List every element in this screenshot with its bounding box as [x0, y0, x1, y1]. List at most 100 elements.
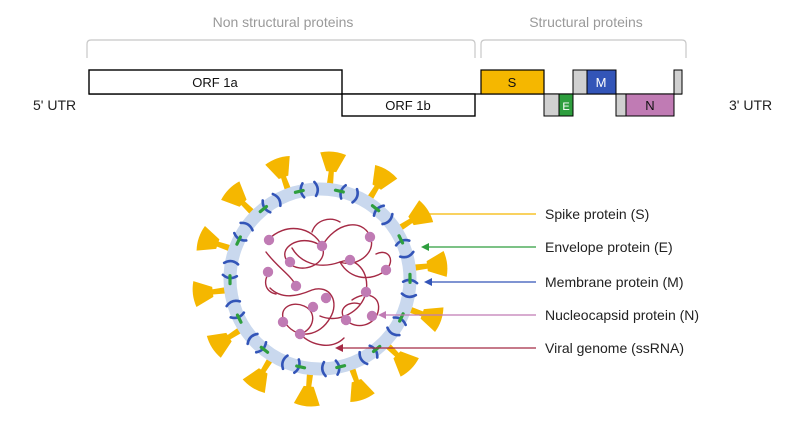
spike-head [196, 225, 220, 251]
membrane-arc-b [313, 180, 320, 198]
spike-head [420, 307, 444, 333]
envelope-callout-arrow [421, 243, 429, 251]
envelope-protein [397, 234, 405, 245]
membrane-protein-label: Membrane protein (M) [545, 274, 684, 290]
nucleocapsid-dot [360, 286, 372, 298]
envelope-protein [258, 204, 269, 214]
utr-3-label: 3' UTR [729, 97, 772, 113]
spike-head [265, 156, 290, 180]
spike-head [426, 251, 448, 277]
callouts: Spike protein (S) Envelope protein (E) M… [335, 206, 699, 356]
membrane-arc-b [239, 221, 254, 232]
membrane-arc-b [271, 192, 282, 208]
membrane-arc-b [386, 326, 401, 337]
nucleocapsid-callout-arrow [378, 311, 386, 319]
orf1a-block [88, 69, 343, 95]
envelope-protein [259, 345, 270, 354]
nucleocapsid-dot [380, 264, 392, 276]
spike-head [192, 281, 214, 307]
nucleocapsid-dot [290, 280, 302, 292]
membrane-callout-arrow [424, 278, 432, 286]
accessory-block-1 [543, 93, 560, 117]
viral-genome-label: Viral genome (ssRNA) [545, 340, 684, 356]
membrane-arc-b [358, 350, 369, 366]
spike-head [242, 368, 268, 394]
nucleocapsid-dot [277, 316, 289, 328]
structural-bracket [480, 39, 687, 58]
envelope-dash [293, 188, 305, 194]
envelope-dash [397, 234, 405, 245]
envelope-protein [293, 188, 305, 194]
orf1b-block [341, 93, 476, 117]
e-gene-block [558, 93, 574, 117]
spike-head [393, 351, 419, 377]
m-gene-block [586, 69, 617, 95]
nucleocapsid-dot [262, 266, 274, 278]
utr-5-label: 5' UTR [33, 97, 76, 113]
envelope-dash [235, 235, 242, 246]
nucleocapsid-protein-label: Nucleocapsid protein (N) [545, 307, 699, 323]
nucleocapsid-dot [344, 254, 356, 266]
envelope-dash [370, 204, 381, 213]
membrane-arc-b [351, 187, 359, 204]
envelope-protein [333, 188, 345, 194]
envelope-protein [335, 364, 347, 370]
spike-head [293, 385, 320, 407]
structural-group-label: Structural proteins [529, 14, 643, 30]
genome-callout-arrow [335, 344, 343, 352]
spike-protein-label: Spike protein (S) [545, 206, 649, 222]
accessory-block-3 [615, 93, 627, 117]
accessory-block-4 [673, 69, 683, 95]
s-gene-block [480, 69, 545, 95]
spike-callout-arrow [414, 210, 422, 218]
nonstructural-group-label: Non structural proteins [213, 14, 354, 30]
m-gene-label: M [596, 75, 607, 90]
e-gene-label: E [562, 101, 569, 113]
virus-particle [192, 151, 448, 407]
genome-map: Non structural proteins Structural prote… [33, 14, 772, 117]
envelope-dash [235, 313, 243, 324]
accessory-block-2 [572, 69, 588, 95]
membrane-arc-b [398, 250, 415, 259]
nucleocapsid-proteins [262, 231, 392, 340]
membrane-arc-b [246, 332, 259, 346]
nonstructural-bracket [86, 39, 476, 58]
envelope-protein [295, 364, 307, 370]
spike-head [372, 164, 398, 190]
envelope-protein [371, 344, 382, 354]
membrane-arc-b [281, 354, 289, 371]
nucleocapsid-dot [294, 328, 306, 340]
s-gene-label: S [508, 75, 517, 90]
envelope-dash [258, 204, 269, 214]
envelope-protein-label: Envelope protein (E) [545, 239, 673, 255]
viral-envelope [223, 182, 417, 376]
nucleocapsid-dot [364, 231, 376, 243]
envelope-dash [371, 344, 382, 354]
envelope-protein [235, 313, 243, 324]
membrane-arc-b [222, 259, 240, 266]
nucleocapsid-dot [263, 234, 275, 246]
envelope-proteins [228, 188, 412, 370]
spike-head [320, 151, 347, 173]
orf1a-label: ORF 1a [192, 75, 238, 90]
envelope-dash [333, 188, 345, 194]
envelope-dash [295, 364, 307, 370]
nucleocapsid-dot [340, 314, 352, 326]
envelope-protein [235, 235, 242, 246]
spike-head [206, 332, 232, 358]
membrane-arc-b [320, 360, 327, 378]
nucleocapsid-dot [316, 240, 328, 252]
n-gene-label: N [645, 98, 654, 113]
spike-head [221, 181, 247, 207]
spike-head [350, 378, 375, 402]
nucleocapsid-dot [320, 292, 332, 304]
nucleocapsid-dot [366, 310, 378, 322]
envelope-dash [259, 345, 270, 354]
envelope-protein [370, 204, 381, 213]
envelope-dash [335, 364, 347, 370]
orf1b-label: ORF 1b [385, 98, 431, 113]
membrane-arc-b [381, 212, 394, 226]
membrane-arc-b [400, 292, 418, 299]
